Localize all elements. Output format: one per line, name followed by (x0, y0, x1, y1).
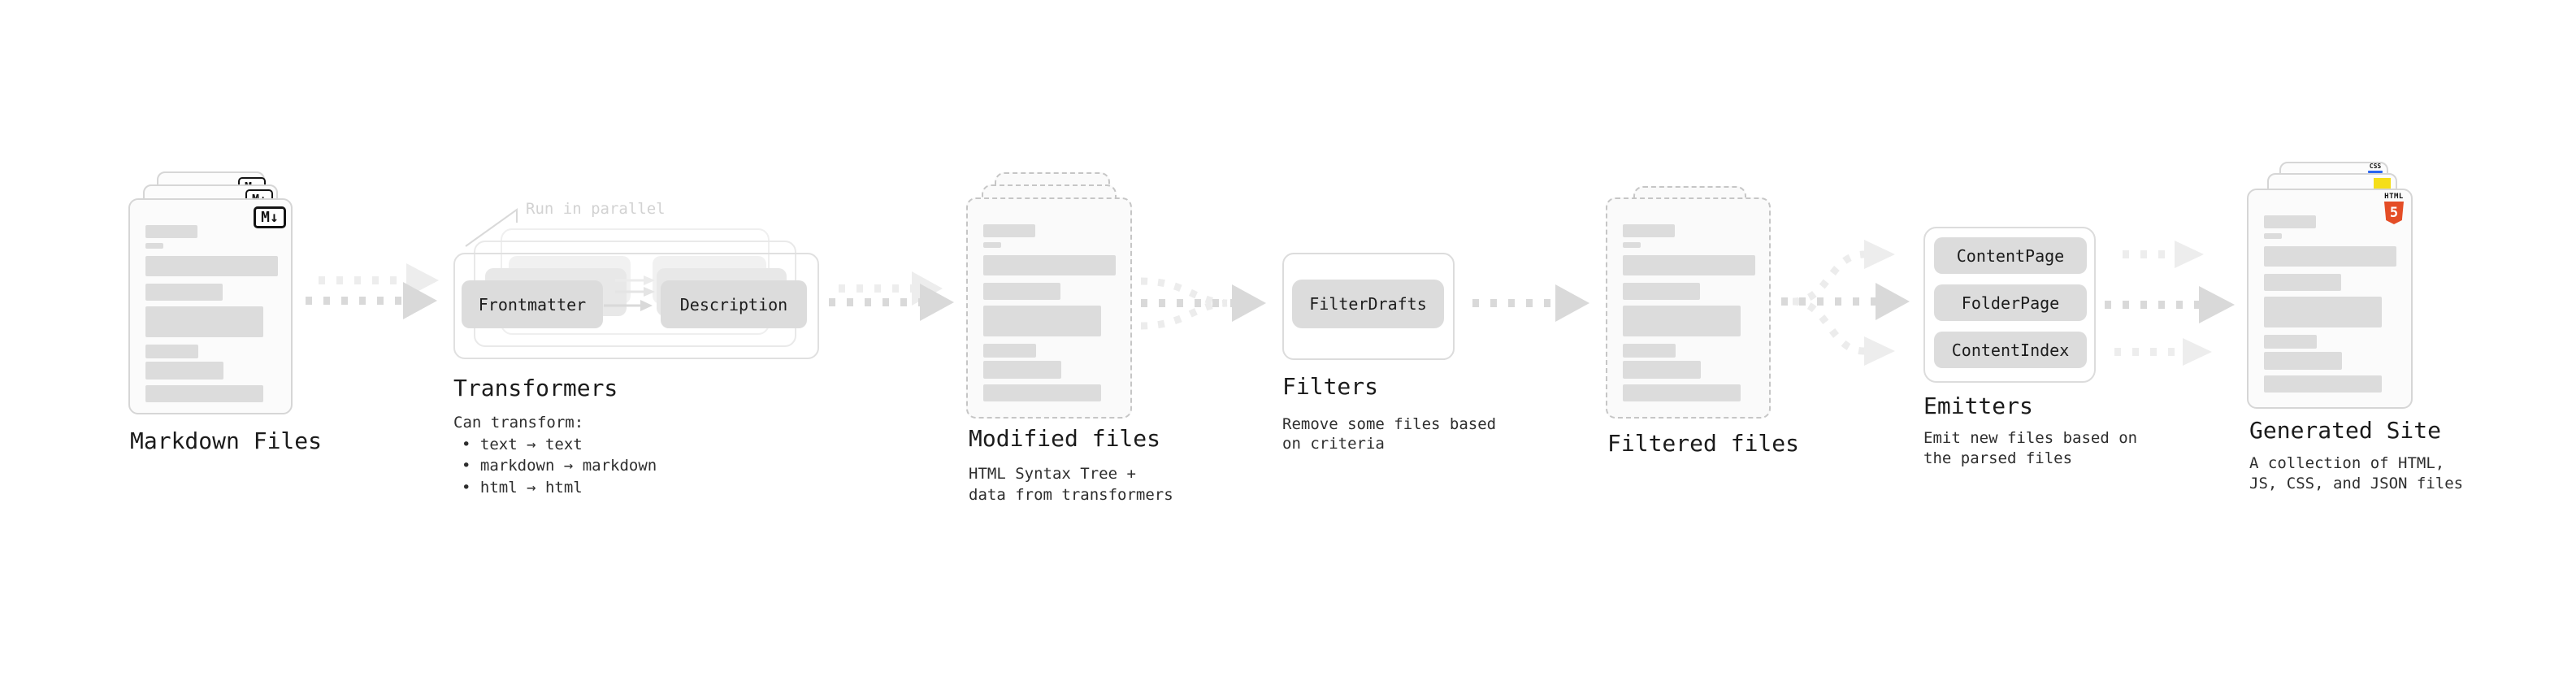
transformers-bullet-markdown: • markdown → markdown (462, 457, 657, 475)
frontmatter-pill: Frontmatter (462, 280, 603, 328)
filters-description-line1: Remove some files based (1282, 415, 1497, 433)
transformers-bullet-html: • html → html (462, 479, 583, 497)
html5-icon: HTML 5 (2383, 193, 2405, 224)
generated-description-line1: A collection of HTML, (2249, 454, 2445, 472)
doc-line-placeholder (145, 345, 198, 358)
stage-label-transformers: Transformers (453, 375, 618, 401)
folderpage-pill: FolderPage (1934, 284, 2087, 321)
filterdrafts-pill: FilterDrafts (1292, 280, 1444, 328)
stage-label-markdown-files: Markdown Files (130, 427, 323, 454)
arrow-filtered-to-emitters-diverge (1781, 240, 1910, 366)
html5-icon-shield: 5 (2384, 202, 2404, 224)
doc-line-placeholder (983, 242, 1001, 248)
arrow-markdown-to-transformers (306, 263, 439, 319)
css-icon-label: CSS (2369, 163, 2382, 170)
contentpage-pill: ContentPage (1934, 237, 2087, 274)
html5-icon-number: 5 (2389, 205, 2399, 221)
doc-line-placeholder (1623, 344, 1676, 358)
arrow-modified-to-filters-converge (1140, 277, 1266, 330)
stage-label-generated-site: Generated Site (2249, 417, 2442, 444)
doc-line-placeholder (983, 255, 1116, 275)
description-pill: Description (661, 280, 807, 328)
markdown-icon: M↓ (254, 206, 286, 228)
doc-line-placeholder (1623, 361, 1701, 379)
document-placeholder-lines (983, 199, 1127, 417)
stage-label-modified-files: Modified files (969, 425, 1161, 452)
doc-line-placeholder (145, 243, 163, 249)
doc-line-placeholder (1623, 242, 1641, 248)
css-icon-underline (2368, 171, 2383, 173)
doc-line-placeholder (145, 385, 263, 402)
doc-line-placeholder (2264, 246, 2396, 267)
doc-line-placeholder (1623, 384, 1741, 401)
doc-line-placeholder (983, 361, 1061, 379)
doc-line-placeholder (145, 256, 278, 276)
generated-file-card-html: HTML 5 (2247, 189, 2413, 409)
markdown-file-card: M↓ (128, 198, 293, 414)
emitters-description-line1: Emit new files based on (1923, 429, 2138, 447)
doc-line-placeholder (1623, 306, 1741, 336)
doc-line-placeholder (2264, 297, 2382, 327)
stage-label-filtered-files: Filtered files (1607, 430, 1800, 457)
doc-line-placeholder (983, 224, 1035, 237)
emitters-description-line2: the parsed files (1923, 449, 2073, 467)
modified-description-line1: HTML Syntax Tree + (969, 465, 1136, 483)
transformer-container (453, 253, 819, 359)
arrows-emitters-to-generated (2105, 241, 2235, 366)
doc-line-placeholder (145, 362, 223, 380)
transformers-description-line: Can transform: (453, 414, 584, 432)
doc-line-placeholder (983, 344, 1036, 358)
javascript-icon (2374, 178, 2391, 189)
filters-description-line2: on criteria (1282, 435, 1385, 453)
doc-line-placeholder (2264, 215, 2316, 228)
doc-line-placeholder (2264, 233, 2282, 239)
doc-line-placeholder (2264, 274, 2341, 291)
document-placeholder-lines (1623, 199, 1766, 417)
filtered-file-card (1606, 197, 1771, 419)
doc-line-placeholder (2264, 335, 2317, 349)
doc-line-placeholder (145, 225, 197, 238)
doc-line-placeholder (983, 283, 1060, 300)
doc-line-placeholder (1623, 255, 1755, 275)
run-in-parallel-annotation: Run in parallel (526, 200, 666, 218)
arrow-transformers-to-modified (829, 271, 954, 321)
doc-line-placeholder (983, 384, 1101, 401)
arrow-filters-to-filtered (1472, 284, 1589, 322)
doc-line-placeholder (2264, 352, 2342, 370)
doc-line-placeholder (145, 306, 263, 337)
css-icon: CSS (2368, 163, 2383, 173)
doc-line-placeholder (983, 306, 1101, 336)
stage-label-filters: Filters (1282, 373, 1379, 400)
document-placeholder-lines (2264, 190, 2408, 407)
doc-line-placeholder (1623, 224, 1675, 237)
html5-icon-word: HTML (2384, 193, 2404, 201)
doc-line-placeholder (2264, 375, 2382, 393)
transformers-bullet-text: • text → text (462, 436, 583, 453)
modified-description-line2: data from transformers (969, 486, 1173, 504)
document-placeholder-lines (145, 200, 288, 413)
doc-line-placeholder (1623, 283, 1700, 300)
contentindex-pill: ContentIndex (1934, 332, 2087, 368)
doc-line-placeholder (145, 284, 223, 301)
modified-file-card (966, 197, 1132, 419)
stage-label-emitters: Emitters (1923, 393, 2033, 419)
generated-description-line2: JS, CSS, and JSON files (2249, 475, 2464, 492)
